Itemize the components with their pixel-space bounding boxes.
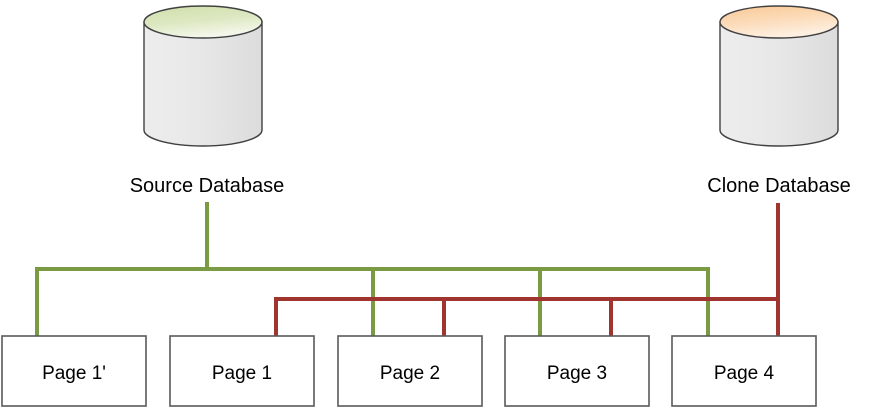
page-box[interactable]: Page 4 xyxy=(671,335,817,407)
page-box-rect xyxy=(337,335,483,407)
clone-connector-tree xyxy=(274,203,780,337)
page-box-label: Page 1' xyxy=(42,363,106,384)
page-box-rect xyxy=(1,335,147,407)
source-cylinder-top-ellipse xyxy=(143,5,263,39)
clone-cylinder-top-ellipse xyxy=(719,5,839,39)
page-box[interactable]: Page 1' xyxy=(1,335,147,407)
page-box-label: Page 1 xyxy=(212,363,272,384)
source-cylinder-body xyxy=(143,21,263,147)
page-box-rect xyxy=(169,335,315,407)
page-box-rect xyxy=(504,335,650,407)
page-box-label: Page 2 xyxy=(380,363,440,384)
clone-cylinder-body xyxy=(719,21,839,147)
page-box-rect xyxy=(671,335,817,407)
source-database-cylinder[interactable] xyxy=(143,5,263,147)
page-box[interactable]: Page 3 xyxy=(504,335,650,407)
page-box[interactable]: Page 2 xyxy=(337,335,483,407)
page-box-label: Page 3 xyxy=(547,363,607,384)
source-connector-tree xyxy=(35,202,710,337)
page-box[interactable]: Page 1 xyxy=(169,335,315,407)
clone-database-label: Clone Database xyxy=(707,175,850,197)
source-database-label: Source Database xyxy=(130,175,285,197)
page-box-label: Page 4 xyxy=(714,363,775,384)
clone-database-cylinder[interactable] xyxy=(719,5,839,147)
